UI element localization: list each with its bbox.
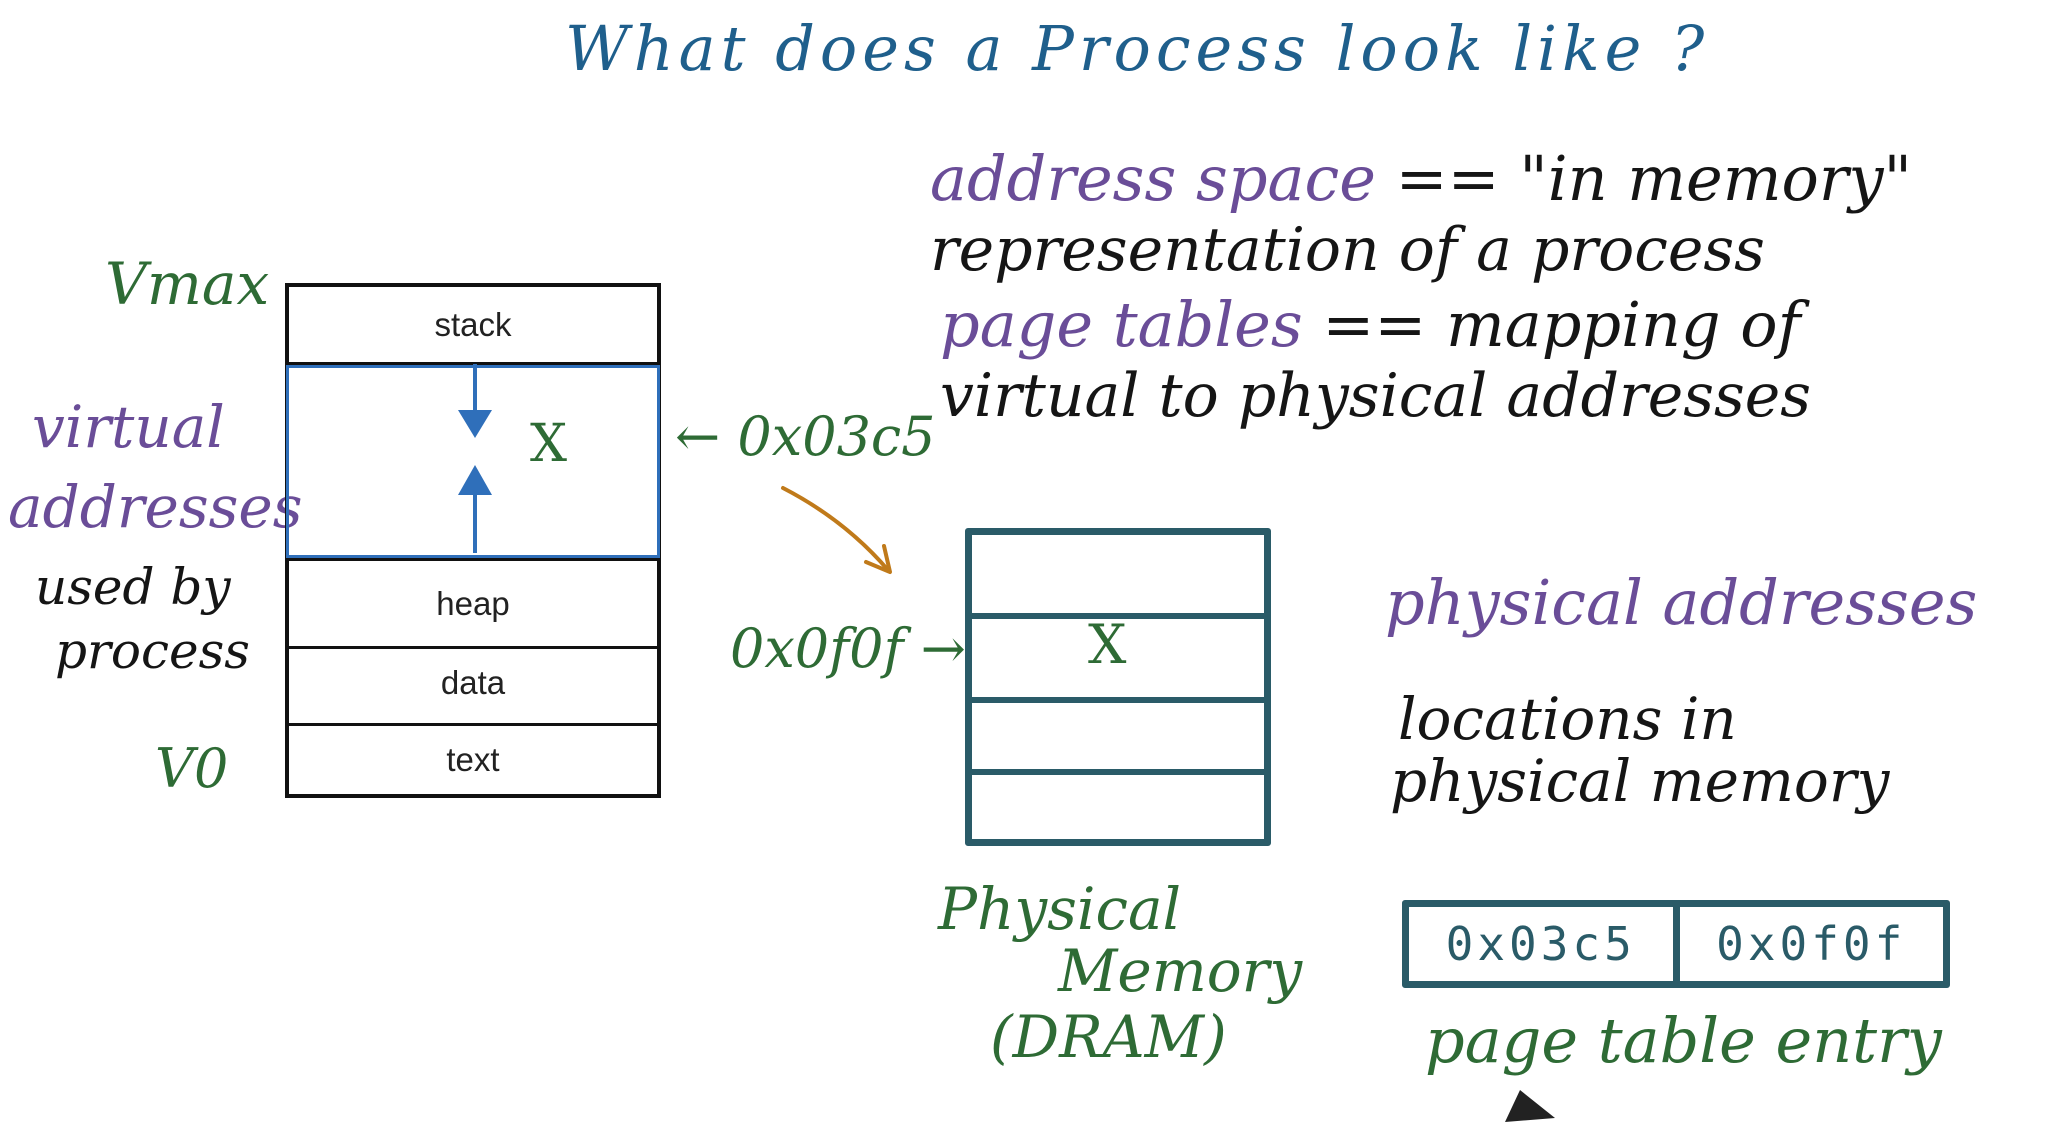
physical-addresses-def-2: physical memory (1390, 747, 1890, 815)
pte-virtual-cell: 0x03c5 (1409, 907, 1680, 981)
virtual-address-label: ← 0x03c5 (675, 405, 936, 468)
mapping-arrow (781, 486, 892, 574)
diagram-title: What does a Process look like ? (565, 12, 1710, 85)
used-by-label: used by (35, 558, 231, 616)
address-space-term: address space (930, 142, 1376, 215)
memory-frame (972, 775, 1264, 845)
physical-x-marker: X (1088, 613, 1127, 676)
address-space-def-2: representation of a process (930, 215, 1765, 285)
definition-page-tables: page tables == mapping of (940, 294, 1801, 356)
heap-segment: heap (289, 558, 657, 649)
free-region (286, 365, 660, 558)
page-table-entry-box: 0x03c5 0x0f0f (1402, 900, 1950, 988)
addresses-label: addresses (8, 473, 303, 541)
page-tables-def-2: virtual to physical addresses (940, 361, 1812, 431)
page-tables-def-1: == mapping of (1322, 288, 1801, 361)
physical-memory-box (965, 528, 1271, 846)
physical-memory-label-3: (DRAM) (990, 1003, 1227, 1071)
vmax-label: Vmax (105, 250, 270, 318)
virtual-label: virtual (32, 393, 225, 461)
v0-label: V0 (155, 737, 229, 800)
physical-addresses-def-1: locations in (1398, 685, 1737, 753)
physical-memory-label-1: Physical (938, 875, 1182, 943)
memory-frame (972, 535, 1264, 619)
process-label: process (55, 622, 250, 680)
pen-cursor-icon (1505, 1090, 1555, 1122)
definition-address-space: address space == "in memory" (930, 148, 1912, 210)
memory-frame (972, 619, 1264, 703)
address-space-box: stack heap data text (285, 283, 661, 798)
physical-address-label: 0x0f0f → (730, 617, 966, 680)
text-segment: text (446, 740, 500, 778)
physical-addresses-term: physical addresses (1385, 566, 1978, 639)
page-table-entry-label: page table entry (1425, 1004, 1942, 1077)
memory-frame (972, 703, 1264, 775)
stack-segment: stack (289, 287, 657, 365)
data-segment: data (289, 643, 657, 726)
page-tables-term: page tables (940, 288, 1303, 361)
virtual-x-marker: X (530, 414, 568, 474)
physical-memory-label-2: Memory (1058, 937, 1303, 1005)
pte-physical-cell: 0x0f0f (1716, 917, 1907, 971)
address-space-def-1: == "in memory" (1395, 142, 1912, 215)
